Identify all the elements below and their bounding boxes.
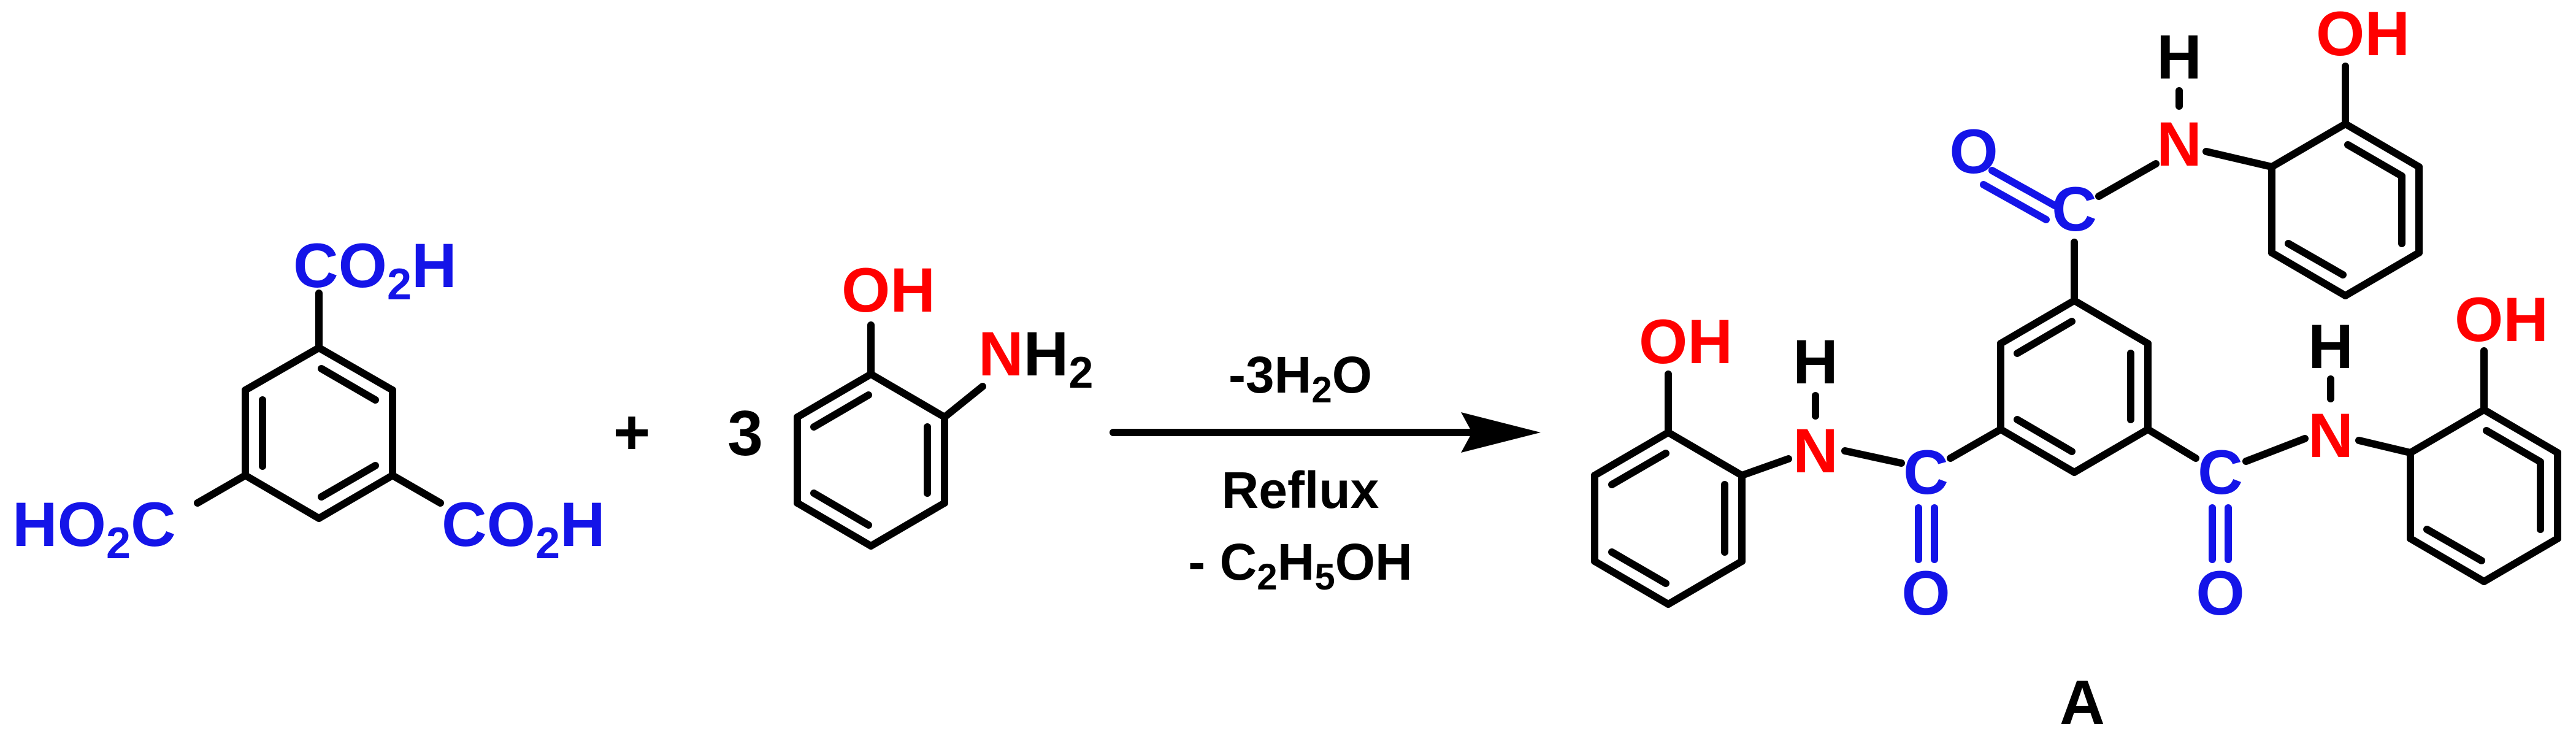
bond-nitrogen-to-phenol-left — [1738, 455, 1792, 479]
carboxyl-group-right: CO2H — [442, 490, 605, 568]
carboxyl-group-top: CO2H — [293, 231, 457, 309]
benzene-ring — [794, 370, 948, 550]
stoichiometric-coefficient: 3 — [727, 398, 763, 469]
plus-sign: + — [613, 397, 651, 468]
condition-reflux: Reflux — [1222, 461, 1379, 519]
carbonyl-oxygen-right: O — [2196, 558, 2244, 628]
benzene-ring — [242, 344, 396, 522]
product-triamide: C O N H OH C O N H — [1591, 0, 2561, 737]
phenol-ring-left — [1591, 429, 1746, 608]
hydroxyl-group-top: OH — [2316, 0, 2410, 69]
carbonyl-oxygen-top: O — [1949, 117, 1998, 186]
product-label: A — [2060, 667, 2105, 737]
bond-to-left-carboxyl — [194, 472, 249, 507]
hydroxyl-group-right: OH — [2455, 285, 2548, 355]
carboxyl-group-left: HO2C — [12, 490, 176, 568]
bond-carbonyl-to-nitrogen-top — [2095, 160, 2160, 200]
amide-nitrogen-left: N — [1793, 416, 1838, 486]
bond-ring-to-carbonyl-left — [1947, 426, 2004, 462]
condition-ethanol-loss: - C2H5OH — [1188, 533, 1412, 597]
amine-group: NH2 — [978, 319, 1093, 397]
reactant-trimesic-acid: CO2H HO2C CO2H — [12, 231, 605, 568]
bond-nitrogen-to-phenol-top — [2202, 148, 2275, 171]
amide-nitrogen-right: N — [2308, 401, 2353, 470]
carbonyl-carbon-left: C — [1903, 437, 1949, 507]
phenol-ring-top — [2268, 120, 2423, 299]
condition-water-loss: -3H2O — [1229, 346, 1372, 410]
carbonyl-double-bond-top — [1988, 167, 2058, 209]
hydroxyl-group-left: OH — [1639, 307, 1733, 377]
reaction-arrow — [1110, 412, 1541, 453]
amide-hydrogen-top: H — [2156, 22, 2202, 92]
hydroxyl-group: OH — [841, 255, 935, 325]
bond-carbonyl-to-nitrogen-right — [2242, 435, 2309, 465]
carbonyl-carbon-right: C — [2198, 437, 2243, 507]
bond-nitrogen-to-phenol-right — [2355, 437, 2414, 456]
amide-nitrogen-top: N — [2156, 109, 2202, 179]
phenol-ring-right — [2407, 406, 2561, 585]
bond-to-right-carboxyl — [389, 472, 444, 507]
central-benzene-ring — [1997, 297, 2152, 476]
carbonyl-oxygen-left: O — [1901, 558, 1950, 628]
bond-carbonyl-to-nitrogen-left — [1841, 447, 1905, 467]
bond-ring-to-carbonyl-right — [2144, 426, 2199, 462]
carbonyl-carbon-top: C — [2052, 174, 2097, 244]
amide-hydrogen-right: H — [2308, 312, 2353, 382]
reactant-aminophenol: 3 OH NH2 — [727, 255, 1093, 550]
bond-to-amine — [941, 383, 986, 421]
amide-hydrogen-left: H — [1793, 327, 1838, 397]
